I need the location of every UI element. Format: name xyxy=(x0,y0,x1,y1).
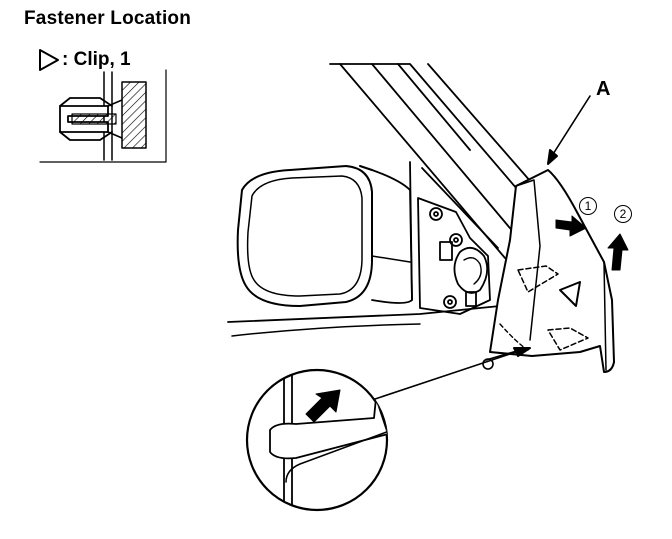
clip-detail-inset xyxy=(39,69,167,163)
door-pillar xyxy=(329,63,546,301)
leader-arrowhead-icon xyxy=(547,149,558,165)
clip-location-icon xyxy=(559,281,581,307)
arrow-up-right-icon xyxy=(305,389,341,423)
mirror-mount-plate xyxy=(417,197,491,315)
diagram-title: Fastener Location xyxy=(24,8,192,29)
mirror-trim-cover xyxy=(489,169,615,373)
side-mirror xyxy=(236,165,413,307)
step-2-marker: 2 xyxy=(614,205,632,223)
step-1-marker: 1 xyxy=(579,197,597,215)
callout-label-a: A xyxy=(596,78,611,100)
detail-magnifier xyxy=(245,347,531,512)
arrow-right-icon xyxy=(555,215,587,237)
pointer-arrowhead-icon xyxy=(513,347,531,357)
arrow-up-icon xyxy=(607,233,629,271)
clip-legend-text: : Clip, 1 xyxy=(62,49,131,70)
triangle-clip-icon xyxy=(39,49,59,71)
